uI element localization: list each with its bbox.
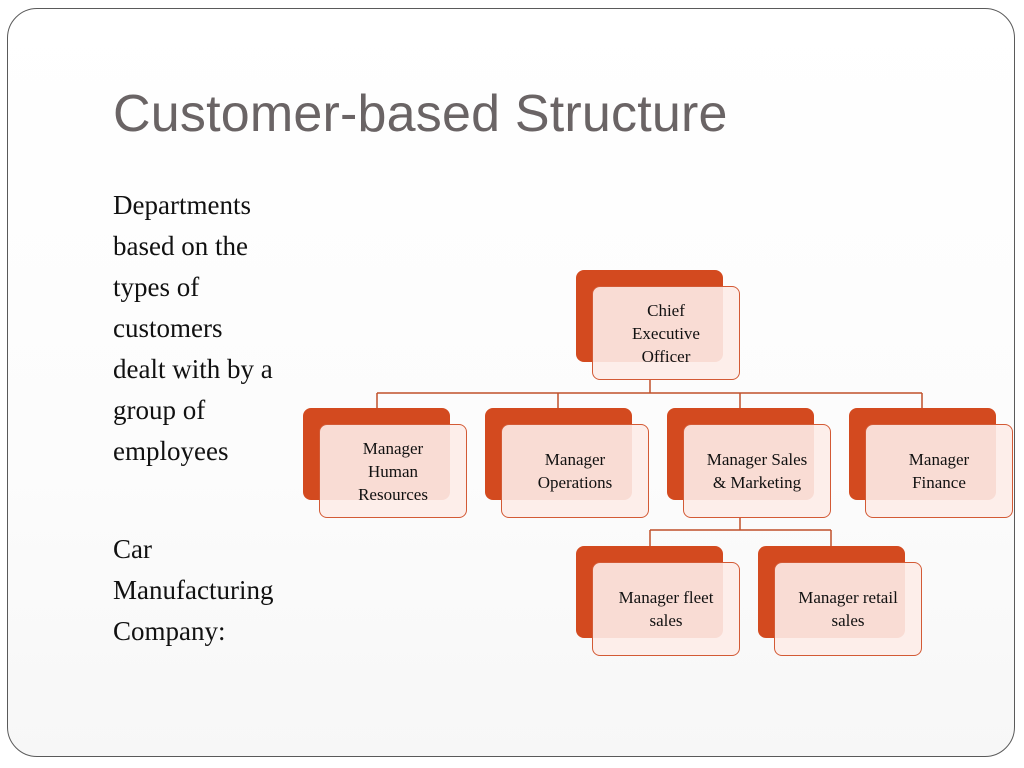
company-line: Car — [113, 534, 152, 564]
node-label: Manager retail sales — [792, 586, 904, 632]
org-node-manager-sales-marketing: Manager Sales & Marketing — [667, 408, 831, 518]
node-label-line: Manager fleet — [618, 588, 714, 607]
node-box: Chief Executive Officer — [592, 286, 740, 380]
node-label: Manager Human Resources — [352, 437, 434, 506]
slide-title: Customer-based Structure — [113, 85, 728, 143]
company-line: Manufacturing — [113, 575, 274, 605]
org-node-manager-operations: Manager Operations — [485, 408, 649, 518]
description-line: based on the — [113, 231, 248, 261]
company-line: Company: — [113, 616, 226, 646]
org-node-manager-finance: Manager Finance — [849, 408, 1013, 518]
node-box: Manager Operations — [501, 424, 649, 518]
node-label-line: Manager — [908, 450, 970, 469]
node-box: Manager Human Resources — [319, 424, 467, 518]
node-label: Manager Finance — [903, 448, 975, 494]
company-text: Car Manufacturing Company: — [113, 529, 273, 652]
node-label: Manager Sales & Marketing — [701, 448, 814, 494]
node-label-line: & Marketing — [712, 473, 802, 492]
node-label-line: sales — [649, 611, 683, 630]
description-line: customers — [113, 313, 223, 343]
node-label-line: Human — [367, 461, 419, 481]
node-label-line: Manager retail — [798, 588, 898, 607]
node-box: Manager fleet sales — [592, 562, 740, 656]
node-label-line: Officer — [641, 346, 691, 366]
node-box: Manager retail sales — [774, 562, 922, 656]
description-line: dealt with by a — [113, 354, 273, 384]
org-node-ceo: Chief Executive Officer — [576, 270, 740, 380]
description-line: types of — [113, 272, 200, 302]
node-label-line: Resources — [358, 484, 428, 504]
node-label: Manager fleet sales — [613, 586, 720, 632]
node-label-line: Chief — [647, 300, 685, 320]
node-label-line: Finance — [912, 473, 966, 492]
node-label-line: Manager Sales — [706, 450, 808, 469]
org-node-manager-retail-sales: Manager retail sales — [758, 546, 922, 656]
org-node-manager-fleet-sales: Manager fleet sales — [576, 546, 740, 656]
node-label: Manager Operations — [532, 448, 619, 494]
node-label-line: Manager — [362, 438, 424, 458]
node-label-line: Manager — [544, 450, 606, 469]
node-label-line: Operations — [537, 473, 613, 492]
description-text: Departments based on the types of custom… — [113, 185, 273, 472]
node-label-line: sales — [831, 611, 865, 630]
description-line: employees — [113, 436, 229, 466]
description-line: group of — [113, 395, 206, 425]
description-line: Departments — [113, 190, 251, 220]
node-label: Chief Executive Officer — [626, 299, 706, 368]
node-label-line: Executive — [632, 323, 700, 343]
node-box: Manager Sales & Marketing — [683, 424, 831, 518]
org-node-manager-human-resources: Manager Human Resources — [303, 408, 467, 518]
node-box: Manager Finance — [865, 424, 1013, 518]
